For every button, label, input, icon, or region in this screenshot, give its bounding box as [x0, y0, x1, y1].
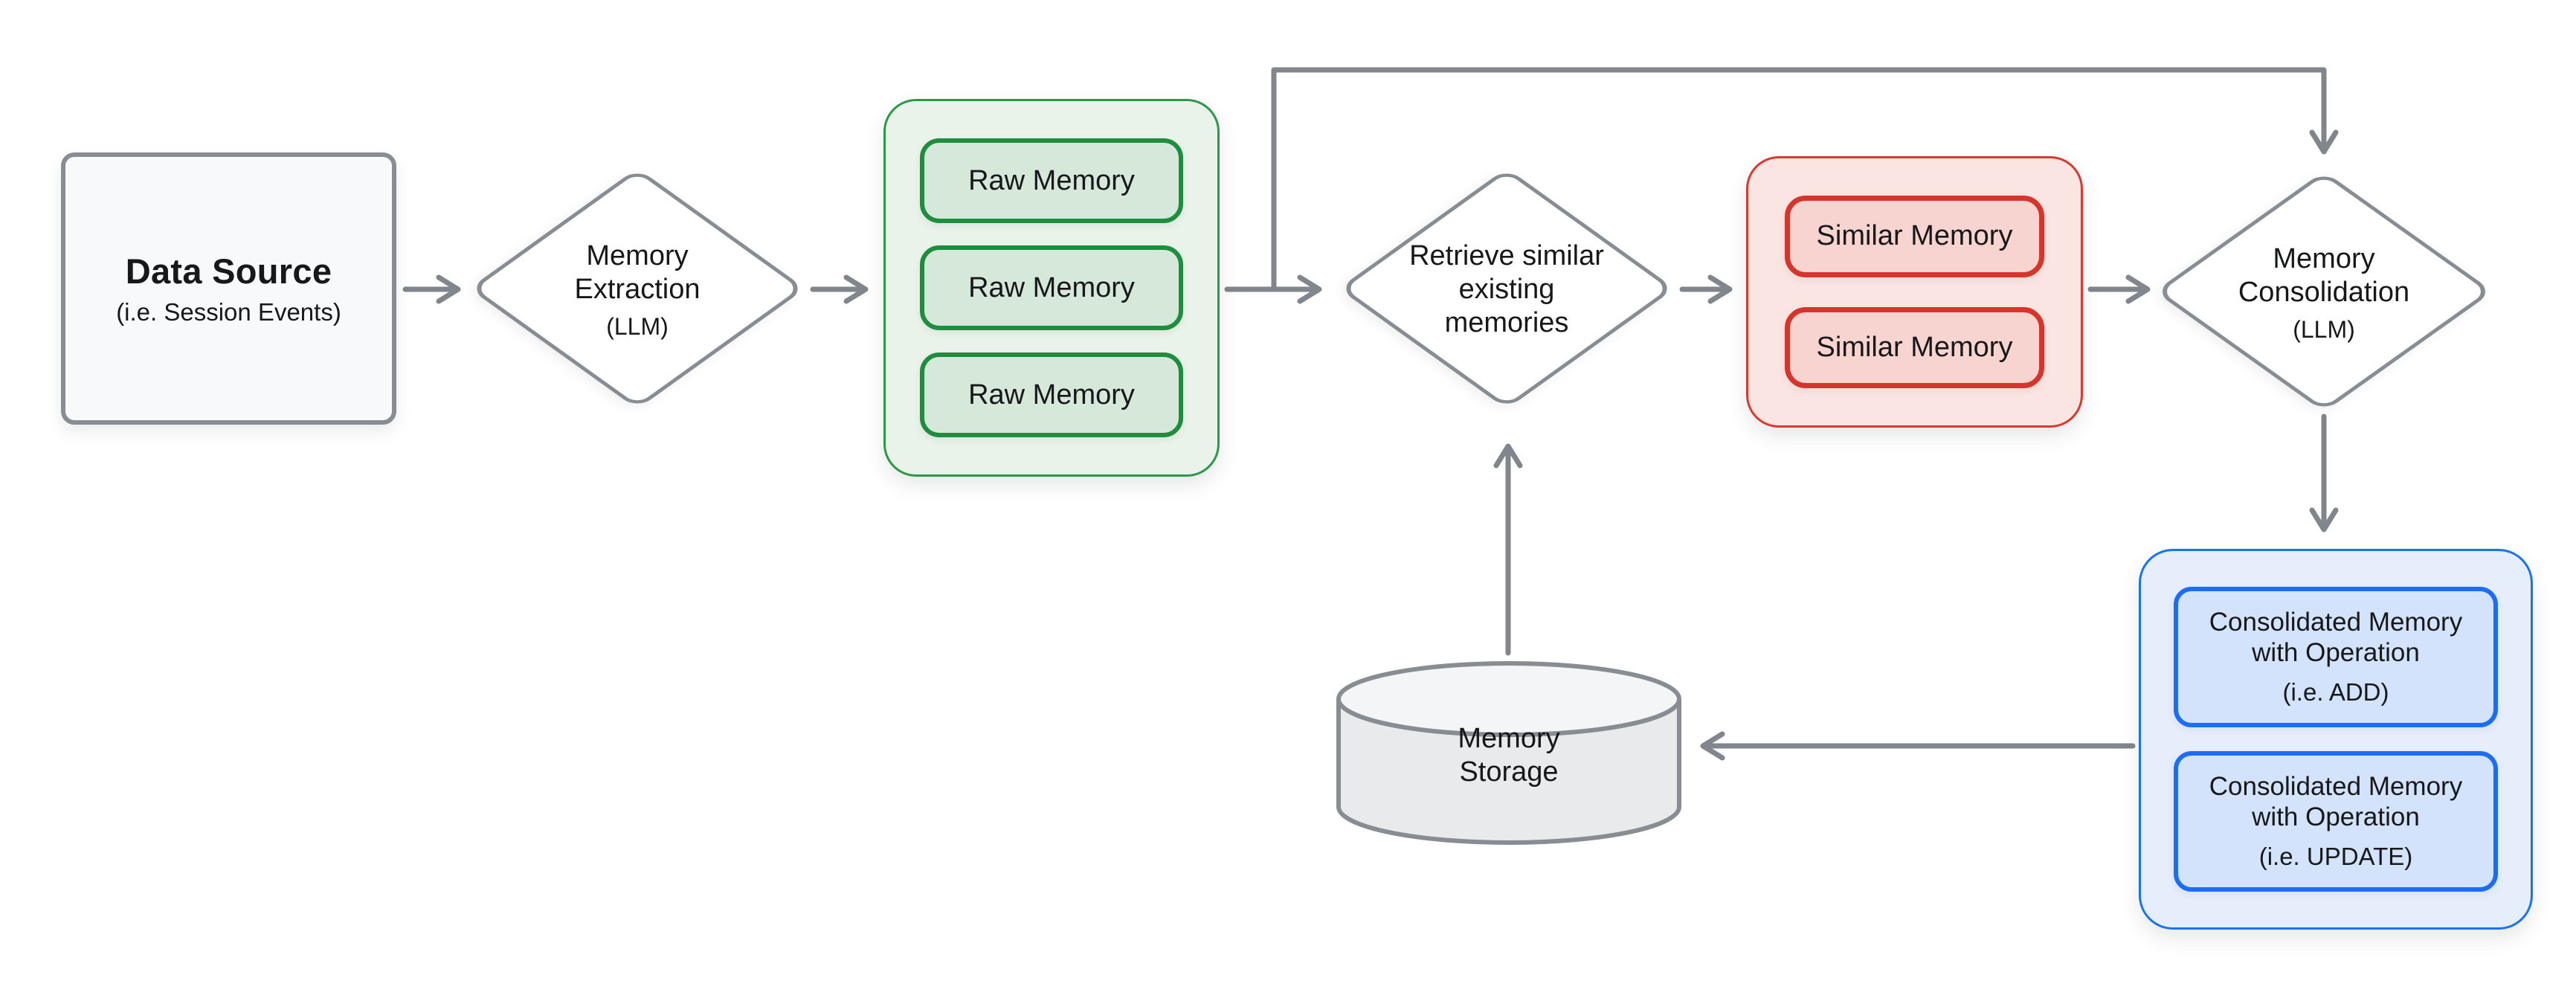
- retrieve-similar-line1: Retrieve similar: [1409, 239, 1604, 271]
- memory-extraction-subtitle: (LLM): [606, 312, 669, 340]
- retrieve-similar-label: Retrieve similar existing memories: [1409, 239, 1604, 339]
- memory-storage-cylinder: [1336, 661, 1681, 845]
- similar-memory-box: Similar Memory: [1785, 306, 2044, 388]
- consolidated-memory-update-line1: Consolidated Memory: [2209, 771, 2463, 801]
- memory-storage-line1: Memory: [1458, 723, 1560, 755]
- consolidated-memory-add-line1: Consolidated Memory: [2209, 607, 2463, 637]
- memory-extraction-line2: Extraction: [574, 273, 701, 305]
- connector-arrows: [402, 67, 2339, 761]
- consolidated-memory-add-subtitle: (i.e. ADD): [2282, 678, 2389, 707]
- data-source-title: Data Source: [125, 251, 332, 291]
- arrow-feedback-to-consolidation: [1271, 67, 2339, 292]
- memory-consolidation-subtitle: (LLM): [2293, 315, 2355, 343]
- raw-memory-box: Raw Memory: [920, 353, 1183, 437]
- cylinder-lid: [1336, 661, 1681, 737]
- similar-memory-group: Similar Memory Similar Memory: [1746, 156, 2083, 428]
- consolidated-memory-update-subtitle: (i.e. UPDATE): [2258, 843, 2413, 871]
- memory-consolidation-line1: Memory: [2273, 242, 2375, 274]
- memory-storage-label: Memory Storage: [1458, 722, 1559, 789]
- consolidated-memory-add-line2: with Operation: [2252, 638, 2420, 668]
- memory-extraction-label: Memory Extraction (LLM): [575, 239, 701, 341]
- consolidated-memory-group: Consolidated Memory with Operation (i.e.…: [2139, 549, 2533, 930]
- data-source-node: Data Source (i.e. Session Events): [61, 152, 396, 425]
- consolidated-memory-add-box: Consolidated Memory with Operation (i.e.…: [2174, 587, 2498, 727]
- memory-consolidation-label: Memory Consolidation (LLM): [2238, 242, 2409, 344]
- retrieve-similar-line3: memories: [1444, 306, 1569, 338]
- raw-memory-box: Raw Memory: [920, 138, 1183, 223]
- data-source-subtitle: (i.e. Session Events): [116, 298, 341, 326]
- similar-memory-box: Similar Memory: [1785, 196, 2044, 277]
- consolidated-memory-update-box: Consolidated Memory with Operation (i.e.…: [2174, 751, 2498, 892]
- raw-memory-group: Raw Memory Raw Memory Raw Memory: [883, 99, 1220, 477]
- memory-storage-line2: Storage: [1459, 756, 1559, 788]
- raw-memory-box: Raw Memory: [920, 245, 1183, 330]
- consolidated-memory-update-line2: with Operation: [2252, 802, 2420, 832]
- retrieve-similar-line2: existing: [1458, 273, 1555, 305]
- memory-extraction-line1: Memory: [586, 239, 689, 271]
- memory-consolidation-line2: Consolidation: [2238, 276, 2410, 308]
